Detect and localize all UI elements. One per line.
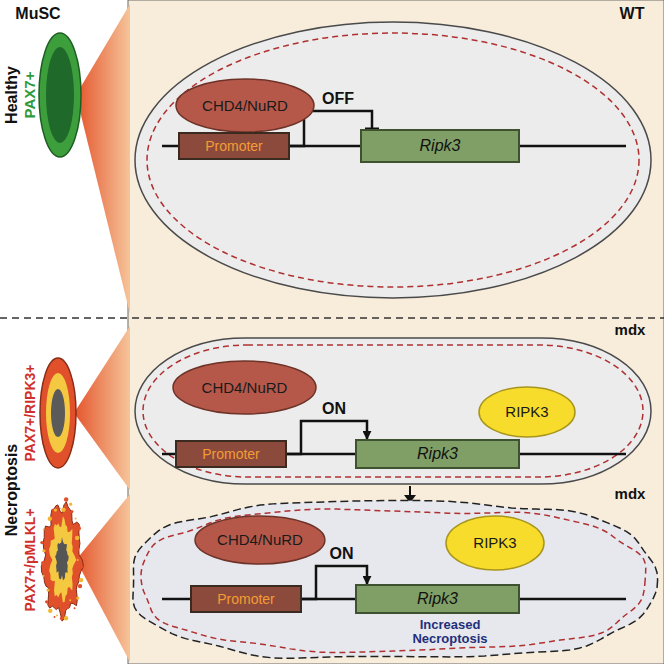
- ellipse-shape: [195, 516, 325, 564]
- node-text: Promoter: [205, 138, 263, 154]
- zoom-wedge: [76, 494, 130, 662]
- state-label: OFF: [322, 90, 354, 108]
- cell-debris: [74, 607, 76, 609]
- cell-cytoplasm: [46, 373, 70, 453]
- cell-nucleus: [51, 389, 65, 437]
- complex-ellipse: CHD4/NuRD: [194, 515, 326, 565]
- box-shape: [191, 586, 301, 612]
- box-shape: [356, 585, 519, 613]
- cell-nucleus: [46, 47, 74, 143]
- node-text: Promoter: [217, 591, 275, 607]
- cell-debris: [69, 599, 71, 601]
- marker-label: PAX7+/pMLKL+: [22, 508, 38, 611]
- gene-box: Ripk3: [360, 129, 520, 163]
- cell-debris: [54, 616, 56, 618]
- node-text: Ripk3: [417, 445, 458, 463]
- cell-nucleus: [55, 537, 69, 580]
- nucleus-outline: [135, 338, 651, 484]
- zoom-wedge: [76, 4, 130, 314]
- promoter-box: Promoter: [178, 132, 290, 160]
- cell-debris: [58, 507, 60, 509]
- cell-debris: [61, 508, 65, 512]
- cell-debris: [48, 516, 52, 520]
- box-shape: [361, 130, 519, 162]
- nucleus-outline: [135, 22, 651, 298]
- complex-ellipse: CHD4/NuRD: [172, 360, 317, 415]
- stem-cell: [39, 33, 81, 157]
- complex-ellipse: CHD4/NuRD: [175, 78, 315, 133]
- cell-debris: [42, 549, 45, 552]
- node-text: Ripk3: [420, 137, 461, 155]
- cell-debris: [79, 578, 83, 582]
- cell-debris: [43, 575, 45, 577]
- panel-background: [128, 0, 664, 664]
- cell-debris: [77, 526, 81, 530]
- node-text: RIPK3: [505, 403, 548, 420]
- cell-debris: [64, 616, 68, 620]
- cell-debris: [70, 510, 73, 513]
- protein-ellipse: RIPK3: [445, 515, 545, 571]
- condition-label: WT: [620, 5, 645, 23]
- promoter-box: Promoter: [190, 585, 302, 613]
- cell-debris: [75, 518, 77, 520]
- marker-label: PAX7+/RIPK3+: [22, 364, 38, 461]
- node-text: Ripk3: [417, 590, 458, 608]
- cell-debris: [76, 547, 79, 550]
- protein-ellipse: RIPK3: [478, 386, 576, 438]
- state-label: Necroptosis: [3, 444, 21, 536]
- cell-debris: [56, 614, 58, 616]
- cell-debris: [69, 503, 72, 506]
- cell-debris: [81, 566, 83, 568]
- nuclear-envelope: [143, 345, 643, 477]
- state-label: Healthy: [3, 66, 21, 124]
- node-text: CHD4/NuRD: [202, 379, 288, 396]
- zoom-wedge: [74, 326, 130, 490]
- cell-debris: [75, 536, 79, 540]
- cell-debris: [40, 541, 43, 544]
- state-label: ON: [322, 400, 346, 418]
- ellipse-shape: [173, 361, 316, 414]
- node-text: RIPK3: [473, 534, 516, 551]
- nuclear-envelope: [147, 33, 639, 287]
- cell-debris: [45, 580, 47, 582]
- nuclear-envelope: [141, 509, 646, 653]
- cell-debris: [41, 561, 45, 565]
- promoter-box: Promoter: [175, 440, 287, 468]
- cell-debris: [65, 604, 69, 608]
- ruptured-nucleus: [133, 501, 658, 659]
- ellipse-shape: [176, 79, 314, 132]
- node-text: CHD4/NuRD: [217, 531, 303, 548]
- ellipse-shape: [446, 516, 544, 570]
- panel-label: MuSC: [15, 5, 60, 23]
- cell-debris: [78, 584, 82, 588]
- box-shape: [176, 441, 286, 467]
- box-shape: [179, 133, 289, 159]
- cell-debris: [60, 617, 63, 620]
- cell-debris: [46, 588, 49, 591]
- cell-debris: [77, 559, 79, 561]
- divider-line: [0, 317, 664, 319]
- cell-debris: [45, 600, 48, 603]
- ellipse-shape: [479, 387, 575, 437]
- cell-cytoplasm: [49, 516, 76, 602]
- cell-debris: [64, 497, 68, 501]
- gene-box: Ripk3: [355, 439, 520, 469]
- condition-label: mdx: [615, 485, 646, 502]
- necroptotic-cell: [41, 502, 83, 621]
- gene-box: Ripk3: [355, 584, 520, 614]
- cell-debris: [54, 508, 57, 511]
- node-text: CHD4/NuRD: [202, 97, 288, 114]
- cell-debris: [43, 529, 45, 531]
- state-label: ON: [330, 545, 354, 563]
- marker-label: PAX7+: [21, 72, 38, 119]
- cell-debris: [48, 609, 52, 613]
- node-text: Promoter: [202, 446, 260, 462]
- cell-debris: [46, 528, 48, 530]
- condition-label: mdx: [615, 321, 646, 338]
- stressed-cell: [40, 358, 76, 468]
- outcome-label: Increased Necroptosis: [390, 618, 510, 647]
- cell-debris: [76, 596, 79, 599]
- box-shape: [356, 440, 519, 468]
